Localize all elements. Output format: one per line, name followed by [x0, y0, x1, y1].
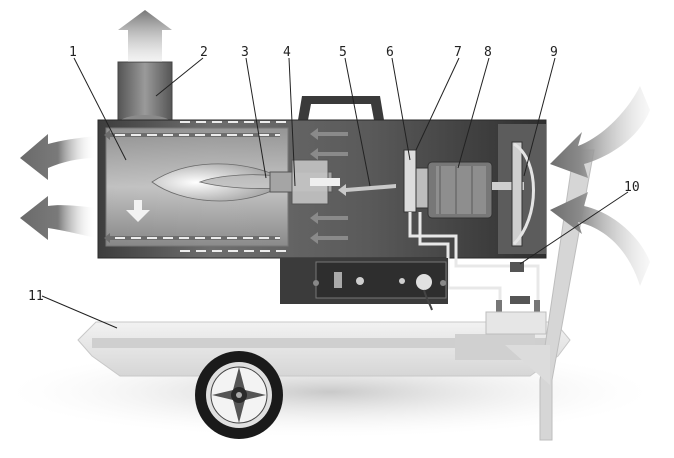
callout-8: 8: [484, 45, 492, 60]
filter-and-valves: [485, 262, 547, 335]
control-panel: [280, 258, 448, 311]
intake-air-arrow: [550, 192, 650, 286]
indicator-lamp: [399, 278, 405, 284]
flame-icon: [151, 163, 279, 202]
callout-5: 5: [339, 45, 347, 60]
power-socket[interactable]: [416, 274, 432, 290]
fan-icon: [511, 141, 535, 247]
callout-1: 1: [69, 45, 77, 60]
thermostat-knob[interactable]: [356, 277, 364, 285]
callout-4: 4: [283, 45, 291, 60]
callout-9: 9: [550, 45, 558, 60]
callout-3: 3: [241, 45, 249, 60]
handle-icon[interactable]: [298, 96, 384, 120]
callout-11: 11: [28, 289, 44, 304]
fuel-tank: [77, 321, 571, 377]
callout-7: 7: [454, 45, 462, 60]
hot-air-outlet-arrow: [20, 134, 96, 180]
burner-nozzle: [269, 159, 340, 205]
exhaust-arrow: [118, 10, 172, 62]
wheel-icon: [195, 351, 283, 439]
power-switch[interactable]: [334, 272, 342, 288]
internal-air-arrows: [310, 128, 396, 244]
callout-10: 10: [624, 180, 640, 195]
leader-lines: [41, 57, 629, 329]
pump-motor: [403, 149, 524, 219]
callout-6: 6: [386, 45, 394, 60]
intake-air-arrow: [550, 86, 650, 178]
hot-air-outlet-arrow: [20, 196, 96, 240]
callout-2: 2: [200, 45, 208, 60]
